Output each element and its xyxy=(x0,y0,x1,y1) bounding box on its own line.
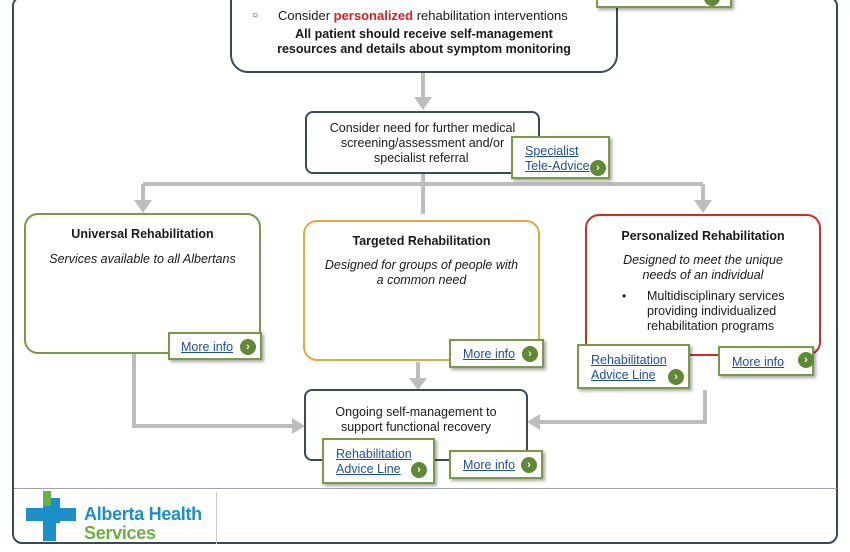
targeted-title: Targeted Rehabilitation xyxy=(352,234,491,248)
top-bullet-pre: Consider xyxy=(278,8,334,23)
targeted-desc-line1: Designed for groups of people with xyxy=(324,258,519,272)
specialist-link-line1[interactable]: Specialist xyxy=(525,144,579,158)
personalized-rehab-box: Personalized Rehabilitation Designed to … xyxy=(585,214,821,356)
ongoing-advice-line1[interactable]: Rehabilitation xyxy=(336,447,412,461)
personalized-desc-line1: Designed to meet the unique xyxy=(623,253,783,267)
arrowhead-targeted xyxy=(409,378,427,390)
screening-line2: screening/assessment and/or xyxy=(340,136,505,150)
top-intervention-box: ○ Consider personalized rehabilitation in… xyxy=(230,0,618,73)
targeted-more-info-link[interactable]: More info xyxy=(463,347,516,361)
top-note-line1: All patient should receive self-manageme… xyxy=(295,27,553,41)
arrowhead-personalized-ongoing xyxy=(527,414,540,430)
arrowhead-screening xyxy=(414,97,432,110)
personalized-advice-line-button[interactable]: Rehabilitation Advice Line › xyxy=(577,344,690,389)
ahs-logo-line2: Services xyxy=(84,523,156,543)
hollow-bullet-icon: ○ xyxy=(252,10,259,21)
footer-vertical-divider xyxy=(216,492,217,544)
arrow-personalized-to-ongoing xyxy=(537,390,707,424)
ongoing-advice-line2[interactable]: Advice Line xyxy=(336,462,401,476)
top-bullet-post: rehabilitation interventions xyxy=(413,8,568,23)
chevron-right-icon: › xyxy=(798,352,814,368)
personalized-advice-line2[interactable]: Advice Line xyxy=(591,368,656,382)
universal-more-info-button[interactable]: More info › xyxy=(168,332,262,360)
chevron-right-icon: › xyxy=(704,0,720,6)
ahs-logo-line1: Alberta Health xyxy=(84,504,202,524)
chevron-right-icon: › xyxy=(411,462,427,478)
screening-line1: Consider need for further medical xyxy=(329,121,516,135)
ongoing-line1: Ongoing self-management to xyxy=(335,405,497,419)
universal-more-info-link[interactable]: More info xyxy=(181,340,234,354)
personalized-desc-line2: needs of an individual xyxy=(642,268,764,282)
personalized-title: Personalized Rehabilitation xyxy=(621,229,785,243)
personalized-advice-line1[interactable]: Rehabilitation xyxy=(591,353,667,367)
ongoing-line2: support functional recovery xyxy=(340,420,492,434)
top-note-line2: resources and details about symptom moni… xyxy=(277,42,571,56)
chevron-right-icon: › xyxy=(668,369,684,385)
specialist-tele-advice-link[interactable]: Specialist Tele-Advice › xyxy=(511,136,610,179)
ongoing-more-info-button[interactable]: More info › xyxy=(449,450,543,479)
chevron-right-icon: › xyxy=(240,339,256,355)
personalized-more-info-button[interactable]: More info › xyxy=(718,346,814,376)
top-partial-link-box[interactable]: › xyxy=(596,0,732,8)
universal-title: Universal Rehabilitation xyxy=(71,227,214,241)
top-bullet: ○ Consider personalized rehabilitation in… xyxy=(252,8,568,23)
universal-rehab-box: Universal Rehabilitation Services availa… xyxy=(24,213,261,354)
targeted-more-info-button[interactable]: More info › xyxy=(449,339,544,368)
universal-desc: Services available to all Albertans xyxy=(49,252,236,266)
arrowhead-personalized xyxy=(694,200,712,213)
top-self-management-note: All patient should receive self-manageme… xyxy=(232,27,616,57)
ongoing-more-info-link[interactable]: More info xyxy=(463,458,516,472)
chevron-right-icon: › xyxy=(590,160,606,176)
arrow-universal-to-ongoing xyxy=(132,354,295,428)
chevron-right-icon: › xyxy=(522,346,538,362)
ahs-cross-logo-icon xyxy=(26,491,76,541)
personalized-more-info-link[interactable]: More info xyxy=(732,355,785,369)
chevron-right-icon: › xyxy=(521,457,537,473)
targeted-rehab-box: Targeted Rehabilitation Designed for gro… xyxy=(303,220,540,361)
personalized-bullet-line1: Multidisciplinary services xyxy=(647,289,785,303)
specialist-link-line2[interactable]: Tele-Advice xyxy=(525,159,590,173)
personalized-bullet-line2: providing individualized xyxy=(647,304,777,318)
personalized-bullet: • Multidisciplinary services providing i… xyxy=(587,289,819,334)
screening-box: Consider need for further medical screen… xyxy=(305,111,540,174)
ahs-logo: Alberta Health Services xyxy=(26,491,216,543)
personalized-bullet-line3: rehabilitation programs xyxy=(647,319,775,333)
arrowhead-universal xyxy=(134,200,152,213)
footer-divider xyxy=(14,488,837,489)
targeted-desc-line2: a common need xyxy=(376,273,467,287)
top-bullet-emphasis: personalized xyxy=(333,8,414,23)
page-frame xyxy=(12,0,838,544)
screening-line3: specialist referral xyxy=(374,151,469,165)
arrowhead-universal-ongoing xyxy=(292,418,305,434)
bullet-dot-icon: • xyxy=(622,289,627,303)
ongoing-advice-line-button[interactable]: Rehabilitation Advice Line › xyxy=(322,438,435,484)
